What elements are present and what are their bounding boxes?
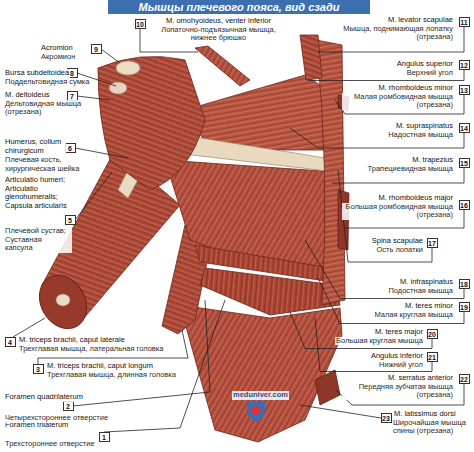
leader-line [318, 278, 464, 324]
russian-term: Передняя зубчатая мышца (отрезана) [342, 383, 454, 400]
callout-number: 1 [99, 432, 110, 442]
leader-line [75, 172, 112, 220]
russian-term: Трехглавая мышца, длинная головка [46, 371, 177, 380]
title-bar: Мышцы плечевого пояса, вид сзади [108, 0, 370, 14]
leader-line [305, 240, 464, 299]
supraspinatus-muscle [185, 75, 338, 150]
infraspinatus-muscle [165, 160, 338, 270]
omohyoid-muscle [195, 46, 250, 86]
latin-term: Angulus superior [396, 60, 454, 69]
latin-term: M. trapezius [411, 156, 454, 165]
callout-number: 15 [459, 158, 470, 168]
russian-term: Подостная мышца [387, 287, 454, 296]
latin-term: M. teres major [374, 328, 424, 337]
logo-cross [251, 409, 262, 413]
latin-term: M. levator scapulae [387, 16, 454, 25]
russian-term: Верхний угол [406, 69, 454, 78]
russian-term: Лопаточно-подъязычная мышца, нижнее брюш… [150, 26, 287, 43]
callout-number: 6 [65, 143, 76, 153]
latin-term: M. triceps brachii, caput longum [46, 362, 154, 371]
russian-term: Плечевая кость, хирургическая шейка [4, 156, 90, 173]
site-logo [247, 402, 265, 422]
russian-term: Большая круглая мышца [335, 337, 424, 346]
arm-cut-end [30, 267, 96, 337]
russian-term: Мышца, поднимающая лопатку (отрезана) [342, 25, 454, 42]
latin-term: Articulatio humeri; Articulatio glenohum… [4, 176, 68, 210]
latin-term: M. omohyoideus, venter inferior [150, 17, 287, 26]
callout-number: 22 [459, 374, 470, 384]
callout-number: 2 [63, 401, 74, 411]
russian-term: Дельтовидная мышца (отрезана) [4, 100, 90, 117]
callout-number: 11 [459, 17, 470, 27]
latin-term: M. deltoideus [4, 91, 51, 100]
callout-number: 18 [459, 279, 470, 289]
russian-term: Четырехстороннее отверстие [4, 414, 109, 423]
leader-line [300, 405, 381, 418]
russian-term: Трехстороннее отверстие [4, 440, 96, 449]
russian-term: Большая ромбовидная мышца (отрезана) [342, 203, 454, 220]
latin-term: Foramen quadrilaterum [4, 393, 84, 402]
callout-number: 10 [135, 19, 146, 29]
callout-number: 19 [459, 302, 470, 312]
russian-term: Акромион [40, 53, 76, 62]
russian-term: Широчайшая мышца спины (отрезана) [392, 419, 472, 436]
latin-term: M. latissimus dorsi [393, 410, 457, 419]
bursa [109, 82, 127, 94]
latin-term: Acromion [40, 44, 74, 53]
latin-term: Humerus, collum chirurgicum [4, 138, 66, 155]
serratus-muscle [315, 370, 340, 405]
russian-term: Малая круглая мышца [373, 311, 454, 320]
russian-term: Трапециевидная мышца [367, 165, 454, 174]
latin-term: M. rhomboideus major [377, 194, 454, 203]
latin-term: Angulus inferior [370, 352, 424, 361]
latin-term: Spina scapulae [371, 237, 424, 246]
teres-major-muscle [200, 268, 340, 315]
latin-term: Bursa subdeltoidea [4, 69, 70, 78]
callout-number: 4 [5, 337, 16, 347]
latin-term: M. rhomboideus minor [377, 84, 454, 93]
latin-term: M. supraspinatus [395, 122, 454, 131]
leader-line [315, 318, 432, 372]
leader-line [101, 49, 120, 63]
callout-number: 21 [427, 352, 438, 362]
humerus-cut [56, 294, 70, 306]
callout-number: 14 [459, 123, 470, 133]
russian-term: Плечевой сустав; Суставная капсула [4, 227, 72, 253]
callout-number: 16 [459, 200, 470, 210]
russian-term: Надостная мышца [387, 131, 454, 140]
latin-term: M. teres minor [404, 302, 454, 311]
russian-term: Малая ромбовидная мышца (отрезана) [342, 93, 454, 110]
callout-number: 13 [459, 85, 470, 95]
latin-term: M. triceps brachii, caput laterale [18, 336, 126, 345]
callout-number: 5 [65, 215, 76, 225]
callout-number: 23 [381, 413, 392, 423]
callout-number: 9 [91, 44, 102, 54]
callout-number: 20 [427, 329, 438, 339]
callout-number: 3 [33, 364, 44, 374]
russian-term: Поддельтовидная сумка [4, 78, 91, 87]
russian-term: Ость лопатки [375, 246, 424, 255]
leader-line [13, 318, 45, 337]
levator-muscle [300, 35, 322, 80]
latissimus-muscle [180, 305, 342, 442]
callout-number: 17 [427, 238, 438, 248]
latin-term: M. serratus anterior [387, 374, 454, 383]
watermark: meduniver.com [232, 391, 289, 400]
callout-number: 12 [459, 60, 470, 70]
russian-term: Нижний угол [378, 361, 424, 370]
deltoid-flap [98, 56, 205, 190]
latin-term: M. infraspinatus [399, 278, 454, 287]
russian-term: Трехглавая мышца, латеральная головка [18, 345, 164, 354]
leader-line [290, 128, 464, 148]
